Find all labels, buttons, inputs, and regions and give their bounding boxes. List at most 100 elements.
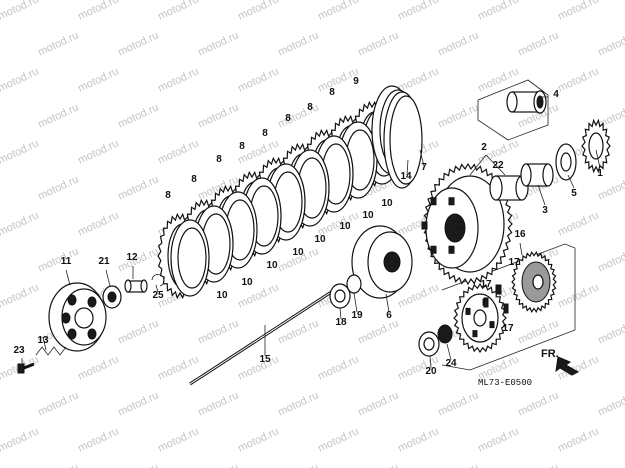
callout-8: 8 [191, 174, 197, 185]
watermark-text: motod.ru [116, 317, 160, 346]
watermark-text: motod.ru [0, 137, 41, 166]
watermark-text: motod.ru [436, 29, 480, 58]
watermark-text: motod.ru [236, 0, 280, 23]
watermark-text: motod.ru [276, 389, 320, 418]
watermark-text: motod.ru [356, 317, 400, 346]
watermark-text: motod.ru [196, 461, 240, 468]
watermark-text: motod.ru [76, 137, 120, 166]
callout-25: 25 [152, 290, 164, 301]
collar-20 [418, 331, 440, 357]
watermark-text: motod.ru [156, 353, 200, 382]
watermark-text: motod.ru [0, 317, 1, 346]
watermark-text: motod.ru [76, 209, 120, 238]
gear-16-teeth [511, 250, 557, 314]
watermark-text: motod.ru [156, 0, 200, 23]
washer-19 [346, 274, 362, 294]
primary-driven-gear-2 [421, 162, 513, 286]
spring-17a [495, 284, 502, 295]
group-outline-4 [477, 79, 549, 141]
callout-10: 10 [381, 198, 393, 209]
watermark-text: motod.ru [0, 389, 1, 418]
watermark-text: motod.ru [476, 425, 520, 454]
watermark-text: motod.ru [236, 65, 280, 94]
watermark-text: motod.ru [516, 317, 560, 346]
watermark-text: motod.ru [156, 137, 200, 166]
watermark-text: motod.ru [0, 425, 41, 454]
callout-8: 8 [329, 87, 335, 98]
watermark-text: motod.ru [196, 317, 240, 346]
watermark-text: motod.ru [556, 0, 600, 23]
watermark-text: motod.ru [0, 29, 1, 58]
callout-7: 7 [421, 162, 427, 173]
callout-8: 8 [216, 154, 222, 165]
bolt-23 [17, 362, 35, 374]
callout-10: 10 [292, 247, 304, 258]
watermark-text: motod.ru [36, 461, 80, 468]
callout-4: 4 [553, 89, 559, 100]
watermark-text: motod.ru [396, 425, 440, 454]
callout-14: 14 [400, 171, 412, 182]
washer-5 [555, 143, 577, 181]
callout-10: 10 [339, 221, 351, 232]
callout-10: 10 [241, 277, 253, 288]
callout-9: 9 [353, 76, 359, 87]
watermark-text: motod.ru [156, 425, 200, 454]
watermark-text: motod.ru [116, 245, 160, 274]
spring-17c [503, 303, 509, 314]
mainshaft-15 [189, 287, 337, 386]
collar-3 [520, 163, 554, 187]
callout-24: 24 [445, 358, 457, 369]
diagram-code: ML73-E0500 [478, 378, 532, 388]
watermark-text: motod.ru [556, 209, 600, 238]
watermark-text: motod.ru [196, 389, 240, 418]
callout-18: 18 [335, 317, 347, 328]
watermark-text: motod.ru [316, 353, 360, 382]
watermark-text: motod.ru [76, 0, 120, 23]
watermark-text: motod.ru [396, 65, 440, 94]
lifter-rod-12 [124, 279, 148, 293]
pressure-plate-11 [48, 282, 107, 352]
watermark-text: motod.ru [276, 29, 320, 58]
watermark-text: motod.ru [196, 29, 240, 58]
watermark-text: motod.ru [0, 65, 41, 94]
callout-8: 8 [262, 128, 268, 139]
watermark-text: motod.ru [476, 0, 520, 23]
watermark-text: motod.ru [0, 173, 1, 202]
callout-10: 10 [216, 290, 228, 301]
callout-10: 10 [314, 234, 326, 245]
front-arrow-icon [555, 356, 580, 376]
callout-17: 17 [502, 323, 514, 334]
primary-gear-teeth [421, 162, 513, 286]
group-outline-16 [441, 243, 576, 371]
watermark-text: motod.ru [116, 101, 160, 130]
callout-2: 2 [481, 142, 487, 153]
watermark-text: motod.ru [236, 353, 280, 382]
callout-8: 8 [285, 113, 291, 124]
clutch-plate-10 [170, 219, 210, 297]
watermark-text: motod.ru [36, 245, 80, 274]
circlip-25 [151, 274, 165, 287]
watermark-text: motod.ru [436, 389, 480, 418]
callout-8: 8 [307, 102, 313, 113]
watermark-text: motod.ru [0, 281, 41, 310]
callout-8: 8 [239, 141, 245, 152]
oil-pump-gear-16 [511, 250, 557, 314]
callout-22: 22 [492, 160, 504, 171]
sprocket-1 [581, 118, 611, 174]
callout-10: 10 [362, 210, 374, 221]
watermark-text: motod.ru [196, 101, 240, 130]
watermark-text: motod.ru [556, 65, 600, 94]
watermark-text: motod.ru [516, 29, 560, 58]
callout-10: 10 [266, 260, 278, 271]
callout-16: 16 [514, 229, 526, 240]
callout-13: 13 [37, 335, 49, 346]
watermark-text: motod.ru [116, 389, 160, 418]
watermark-text: motod.ru [236, 425, 280, 454]
callout-17: 17 [480, 279, 492, 290]
watermark-text: motod.ru [596, 245, 625, 274]
watermark-text: motod.ru [356, 29, 400, 58]
watermark-text: motod.ru [36, 101, 80, 130]
callout-15: 15 [259, 354, 271, 365]
spring-17b [483, 297, 489, 308]
